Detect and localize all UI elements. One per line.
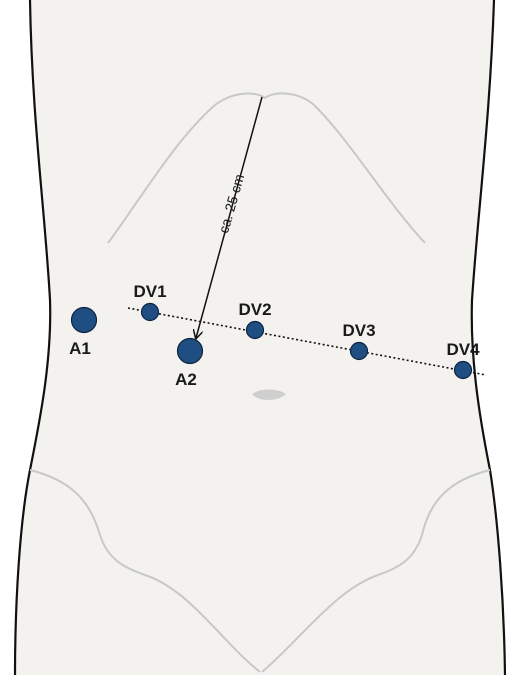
port-marker-a2 [178, 339, 203, 364]
port-label-a1: A1 [69, 339, 91, 358]
port-label-dv2: DV2 [238, 300, 271, 319]
port-marker-dv1 [142, 304, 159, 321]
port-marker-dv4 [455, 362, 472, 379]
port-label-dv4: DV4 [446, 340, 480, 359]
port-marker-dv3 [351, 343, 368, 360]
port-label-dv3: DV3 [342, 321, 375, 340]
port-label-dv1: DV1 [133, 282, 166, 301]
port-marker-dv2 [247, 322, 264, 339]
port-label-a2: A2 [175, 370, 197, 389]
port-marker-a1 [72, 308, 97, 333]
